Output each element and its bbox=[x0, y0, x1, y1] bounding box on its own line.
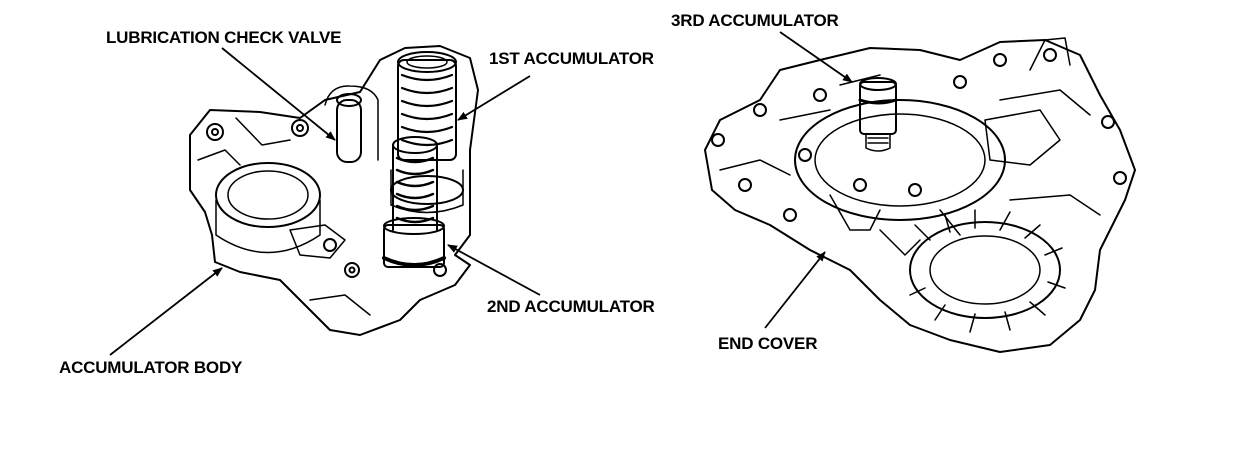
third-accumulator-part bbox=[858, 77, 898, 152]
leader-third-accumulator bbox=[779, 31, 853, 83]
lubrication-check-valve-label: LUBRICATION CHECK VALVE bbox=[106, 28, 342, 47]
accumulator-body-outline bbox=[189, 45, 479, 336]
leader-accumulator-body bbox=[109, 267, 223, 356]
large-port bbox=[215, 162, 321, 228]
leader-end-cover bbox=[764, 251, 826, 329]
third-accumulator-label: 3RD ACCUMULATOR bbox=[671, 11, 839, 30]
leader-lubrication-check-valve bbox=[221, 47, 336, 141]
second-accumulator-part bbox=[382, 136, 446, 268]
end-cover-label: END COVER bbox=[718, 334, 818, 353]
accumulator-body-label: ACCUMULATOR BODY bbox=[59, 358, 243, 377]
transmission-case-outline bbox=[704, 39, 1136, 353]
leader-lines bbox=[109, 31, 853, 356]
first-accumulator-part bbox=[390, 51, 464, 214]
first-accumulator-label: 1ST ACCUMULATOR bbox=[489, 49, 654, 68]
leader-second-accumulator bbox=[447, 244, 541, 296]
end-cover-dome bbox=[794, 99, 1006, 221]
second-accumulator-label: 2ND ACCUMULATOR bbox=[487, 297, 655, 316]
accumulator-body-drawing bbox=[189, 45, 479, 336]
leader-first-accumulator bbox=[457, 75, 531, 121]
lubrication-check-valve-part bbox=[336, 99, 362, 163]
end-cover-drawing bbox=[704, 37, 1136, 353]
